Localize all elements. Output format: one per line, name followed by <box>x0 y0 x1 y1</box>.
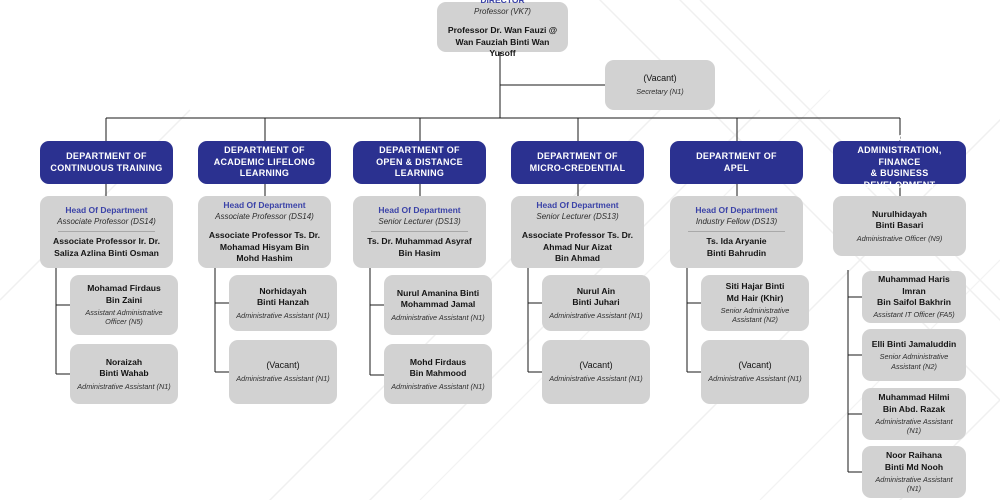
staff-name: Nurul Ain Binti Juhari <box>572 285 620 308</box>
dept-header-academic-lifelong-learning[interactable]: DEPARTMENT OF ACADEMIC LIFELONG LEARNING <box>198 141 331 184</box>
staff-name: (Vacant) <box>738 360 772 371</box>
staff-name: (Vacant) <box>266 360 300 371</box>
head-role: Head Of Department <box>378 204 461 215</box>
staff-name: Siti Hajar Binti Md Hair (Khir) <box>725 281 785 303</box>
staff-name: Mohd Firdaus Bin Mahmood <box>409 356 467 379</box>
head-role: Head Of Department <box>223 199 306 210</box>
dept-header-apel[interactable]: DEPARTMENT OF APEL <box>670 141 803 184</box>
dept-head-academic-lifelong-learning[interactable]: Head Of Department Associate Professor (… <box>198 196 331 268</box>
node-secretary[interactable]: (Vacant) Secretary (N1) <box>605 60 715 110</box>
staff-position: Assistant IT Officer (FA5) <box>873 310 955 320</box>
staff-card[interactable]: Elli Binti Jamaluddin Senior Administrat… <box>862 329 966 381</box>
staff-name: Norhidayah Binti Hanzah <box>256 285 310 308</box>
dept-title: DEPARTMENT OF OPEN & DISTANCE LEARNING <box>376 144 463 179</box>
staff-name: Mohamad Firdaus Bin Zaini <box>87 283 161 305</box>
staff-card[interactable]: Nurul Amanina Binti Mohammad Jamal Admin… <box>384 275 492 335</box>
staff-position: Administrative Assistant (N1) <box>549 310 643 320</box>
division-title: DIVISION OF ADMINISTRATION, FINANCE & BU… <box>857 132 942 191</box>
staff-card[interactable]: Noor Raihana Binti Md Nooh Administrativ… <box>862 446 966 498</box>
director-name: Professor Dr. Wan Fauzi @ Wan Fauziah Bi… <box>447 25 558 58</box>
head-name: Associate Professor Ts. Dr. Mohamad Hisy… <box>208 230 321 263</box>
staff-name: Elli Binti Jamaluddin <box>871 338 957 349</box>
dept-header-micro-credential[interactable]: DEPARTMENT OF MICRO-CREDENTIAL <box>511 141 644 184</box>
head-name: Nurulhidayah Binti Basari <box>872 208 927 231</box>
staff-position: Administrative Assistant (N1) <box>391 381 485 391</box>
staff-name: Nurul Amanina Binti Mohammad Jamal <box>396 287 480 310</box>
staff-position: Administrative Assistant (N1) <box>236 310 330 320</box>
staff-position: Senior Administrative Assistant (N2) <box>879 352 949 371</box>
divider <box>687 231 786 233</box>
staff-position: Administrative Assistant (N1) <box>875 416 953 436</box>
dept-title: DEPARTMENT OF MICRO-CREDENTIAL <box>529 150 626 173</box>
staff-card[interactable]: Siti Hajar Binti Md Hair (Khir) Senior A… <box>701 275 809 331</box>
head-name: Ts. Dr. Muhammad Asyraf Bin Hasim <box>367 236 472 258</box>
dept-title: DEPARTMENT OF CONTINUOUS TRAINING <box>50 150 163 173</box>
staff-position: Assistant Administrative Officer (N5) <box>85 307 163 327</box>
staff-card[interactable]: Muhammad Haris Imran Bin Saifol Bakhrin … <box>862 271 966 323</box>
dept-title: DEPARTMENT OF APEL <box>696 150 777 173</box>
staff-card[interactable]: (Vacant) Administrative Assistant (N1) <box>229 340 337 404</box>
staff-card[interactable]: Noraizah Binti Wahab Administrative Assi… <box>70 344 178 404</box>
division-header-administration-finance-business-development[interactable]: DIVISION OF ADMINISTRATION, FINANCE & BU… <box>833 133 966 190</box>
staff-position: Administrative Assistant (N1) <box>549 374 643 384</box>
dept-head-continuous-training[interactable]: Head Of Department Associate Professor (… <box>40 196 173 268</box>
staff-card[interactable]: (Vacant) Administrative Assistant (N1) <box>701 340 809 404</box>
director-role: DIRECTOR <box>480 0 524 6</box>
staff-position: Administrative Assistant (N1) <box>236 374 330 384</box>
staff-position: Administrative Assistant (N1) <box>77 381 171 391</box>
staff-card[interactable]: Norhidayah Binti Hanzah Administrative A… <box>229 275 337 331</box>
divider <box>370 231 469 233</box>
division-head-card[interactable]: Nurulhidayah Binti Basari Administrative… <box>833 196 966 256</box>
staff-position: Senior Administrative Assistant (N2) <box>720 305 790 325</box>
head-role: Head Of Department <box>65 204 148 215</box>
staff-name: (Vacant) <box>579 360 613 371</box>
head-grade: Senior Lecturer (DS13) <box>536 211 619 221</box>
head-name: Ts. Ida Aryanie Binti Bahrudin <box>706 236 767 258</box>
staff-card[interactable]: Mohamad Firdaus Bin Zaini Assistant Admi… <box>70 275 178 335</box>
head-name: Associate Professor Ts. Dr. Ahmad Nur Ai… <box>521 230 634 263</box>
staff-card[interactable]: Mohd Firdaus Bin Mahmood Administrative … <box>384 344 492 404</box>
staff-name: Muhammad Hilmi Bin Abd. Razak <box>878 392 950 414</box>
staff-name: Noraizah Binti Wahab <box>99 356 149 379</box>
director-grade: Professor (VK7) <box>474 6 531 16</box>
staff-position: Administrative Assistant (N1) <box>391 312 485 322</box>
dept-head-open-distance-learning[interactable]: Head Of Department Senior Lecturer (DS13… <box>353 196 486 268</box>
head-grade: Senior Lecturer (DS13) <box>378 216 461 226</box>
staff-card[interactable]: Nurul Ain Binti Juhari Administrative As… <box>542 275 650 331</box>
dept-head-micro-credential[interactable]: Head Of Department Senior Lecturer (DS13… <box>511 196 644 268</box>
staff-position: Administrative Assistant (N1) <box>875 474 953 494</box>
node-director[interactable]: DIRECTOR Professor (VK7) Professor Dr. W… <box>437 0 568 58</box>
head-grade: Associate Professor (DS14) <box>215 211 314 221</box>
head-role: Head Of Department <box>695 204 778 215</box>
head-name: Associate Professor Ir. Dr. Saliza Azlin… <box>53 236 160 258</box>
dept-head-apel[interactable]: Head Of Department Industry Fellow (DS13… <box>670 196 803 268</box>
staff-name: Muhammad Haris Imran Bin Saifol Bakhrin <box>876 274 951 307</box>
secretary-name: (Vacant) <box>643 73 677 84</box>
head-grade: Associate Professor (DS14) <box>57 216 156 226</box>
staff-card[interactable]: (Vacant) Administrative Assistant (N1) <box>542 340 650 404</box>
head-grade: Industry Fellow (DS13) <box>695 216 778 226</box>
staff-name: Noor Raihana Binti Md Nooh <box>884 450 944 472</box>
secretary-position: Secretary (N1) <box>636 87 684 97</box>
divider <box>57 231 156 233</box>
staff-card[interactable]: Muhammad Hilmi Bin Abd. Razak Administra… <box>862 388 966 440</box>
staff-position: Administrative Assistant (N1) <box>708 374 802 384</box>
head-position: Administrative Officer (N9) <box>856 233 943 243</box>
dept-header-open-distance-learning[interactable]: DEPARTMENT OF OPEN & DISTANCE LEARNING <box>353 141 486 184</box>
head-role: Head Of Department <box>536 199 619 210</box>
dept-header-continuous-training[interactable]: DEPARTMENT OF CONTINUOUS TRAINING <box>40 141 173 184</box>
dept-title: DEPARTMENT OF ACADEMIC LIFELONG LEARNING <box>213 144 316 179</box>
